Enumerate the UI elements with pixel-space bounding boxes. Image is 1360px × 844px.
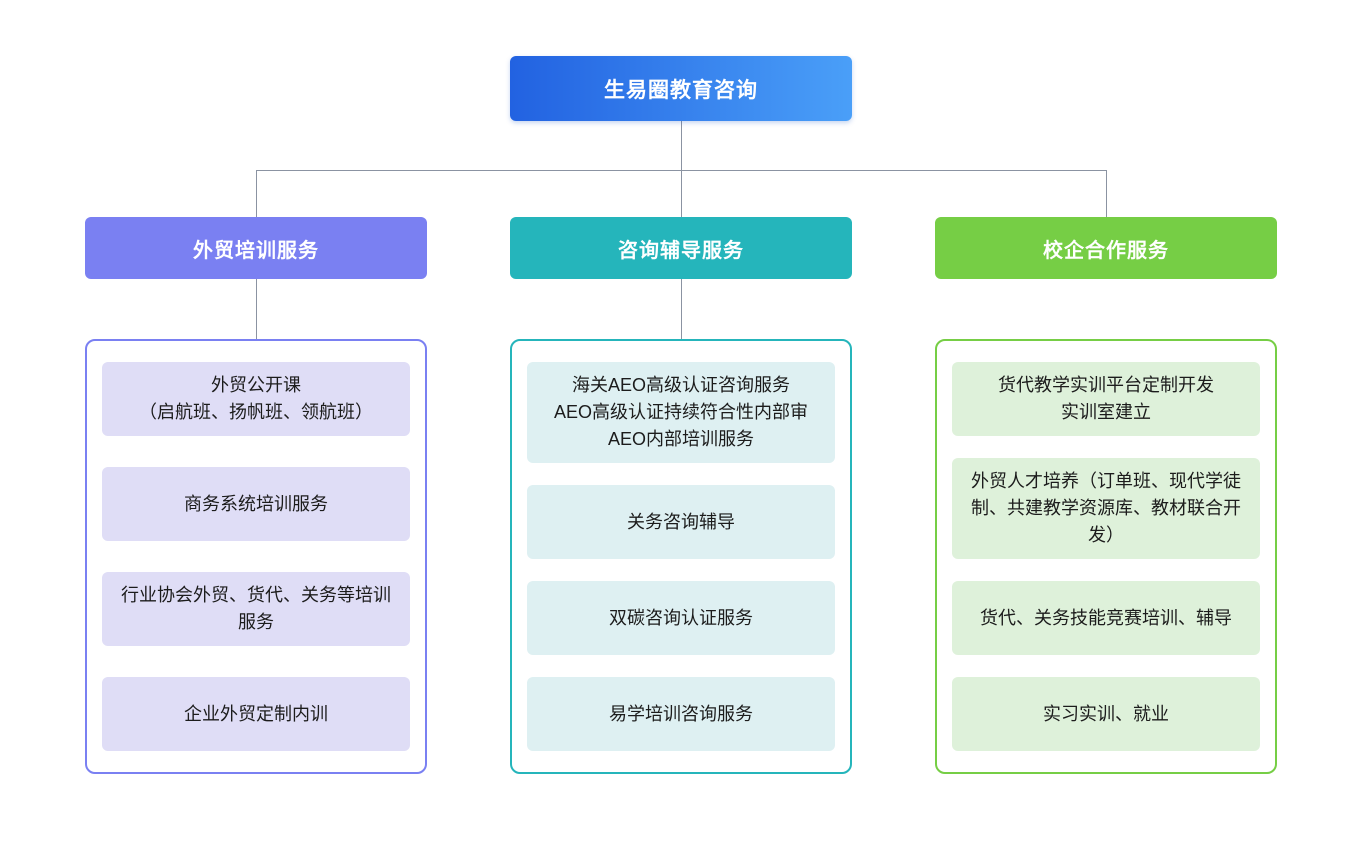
branch-header: 咨询辅导服务 [510,217,852,279]
branch-foreign-trade-training: 外贸培训服务 外贸公开课 （启航班、扬帆班、领航班） 商务系统培训服务 行业协会… [85,217,427,774]
service-item: 双碳咨询认证服务 [527,581,835,655]
service-item: 商务系统培训服务 [102,467,410,541]
connector-drop-branch-1 [256,170,257,217]
branch-header: 外贸培训服务 [85,217,427,279]
root-node: 生易圈教育咨询 [510,56,852,121]
service-item: 外贸公开课 （启航班、扬帆班、领航班） [102,362,410,436]
branch-header-label: 外贸培训服务 [193,239,319,262]
service-item: 企业外贸定制内训 [102,677,410,751]
root-node-label: 生易圈教育咨询 [604,78,758,102]
connector-header-body-2 [681,279,682,339]
service-item: 行业协会外贸、货代、关务等培训服务 [102,572,410,646]
service-item: 货代、关务技能竞赛培训、辅导 [952,581,1260,655]
branch-header-label: 咨询辅导服务 [618,239,744,262]
connector-root-vertical [681,121,682,170]
service-item: 实习实训、就业 [952,677,1260,751]
branch-consulting-coaching: 咨询辅导服务 海关AEO高级认证咨询服务 AEO高级认证持续符合性内部审 AEO… [510,217,852,774]
service-item: 关务咨询辅导 [527,485,835,559]
branch-header-label: 校企合作服务 [1043,239,1169,262]
service-item: 易学培训咨询服务 [527,677,835,751]
branch-body: 货代教学实训平台定制开发 实训室建立 外贸人才培养（订单班、现代学徒制、共建教学… [935,339,1277,774]
connector-drop-branch-2 [681,170,682,217]
branch-body: 外贸公开课 （启航班、扬帆班、领航班） 商务系统培训服务 行业协会外贸、货代、关… [85,339,427,774]
branch-body: 海关AEO高级认证咨询服务 AEO高级认证持续符合性内部审 AEO内部培训服务 … [510,339,852,774]
service-item: 货代教学实训平台定制开发 实训室建立 [952,362,1260,436]
branch-header: 校企合作服务 [935,217,1277,279]
connector-drop-branch-3 [1106,170,1107,217]
service-item: 海关AEO高级认证咨询服务 AEO高级认证持续符合性内部审 AEO内部培训服务 [527,362,835,463]
service-item: 外贸人才培养（订单班、现代学徒制、共建教学资源库、教材联合开发） [952,458,1260,559]
branch-school-enterprise: 校企合作服务 货代教学实训平台定制开发 实训室建立 外贸人才培养（订单班、现代学… [935,217,1277,774]
connector-header-body-1 [256,279,257,339]
